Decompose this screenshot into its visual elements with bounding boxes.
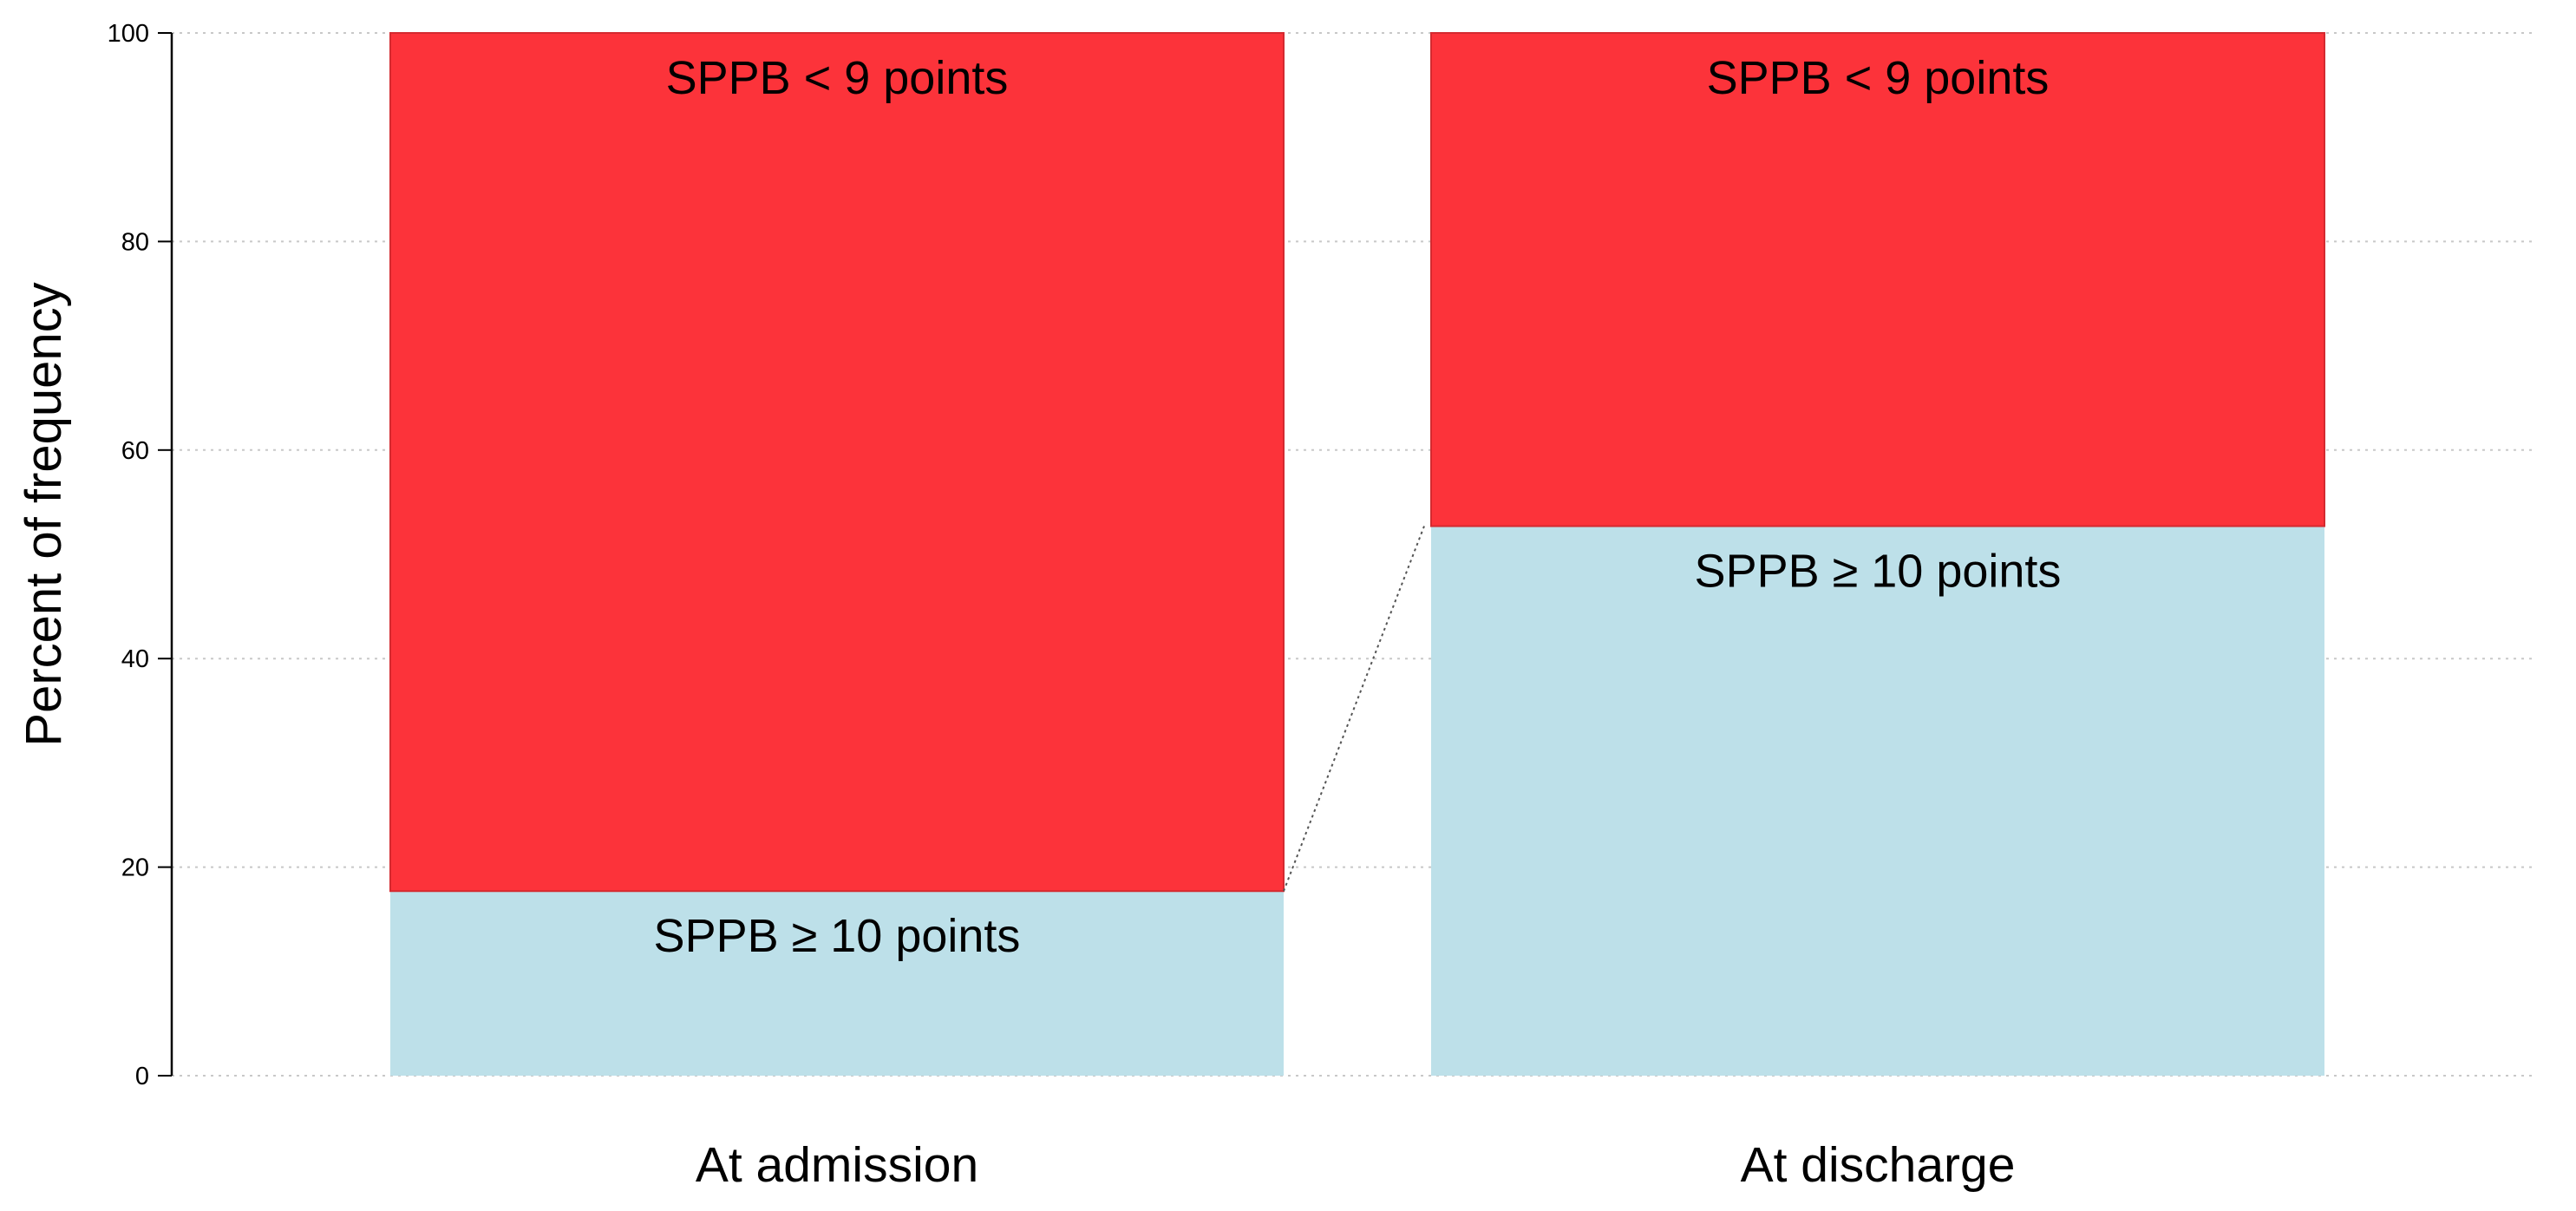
y-tick-label: 80 bbox=[121, 228, 149, 256]
bar-segment-label: SPPB < 9 points bbox=[666, 52, 1009, 104]
y-tick-label: 100 bbox=[108, 20, 149, 48]
bars bbox=[389, 32, 2325, 1076]
x-category-label: At admission bbox=[696, 1137, 978, 1193]
bar-segment bbox=[1431, 526, 2324, 1076]
y-tick-label: 40 bbox=[121, 645, 149, 673]
connector-line bbox=[1283, 526, 1425, 892]
labels: SPPB ≥ 10 points SPPB < 9 points At admiss… bbox=[654, 52, 2062, 1193]
bar-segment-label: SPPB ≥ 10 points bbox=[1695, 546, 2062, 598]
bar-segment bbox=[1430, 32, 2325, 527]
x-category-label: At discharge bbox=[1741, 1137, 2016, 1193]
y-tick-label: 0 bbox=[135, 1063, 149, 1090]
connector-lines bbox=[1283, 526, 1425, 892]
bar-segment-label: SPPB < 9 points bbox=[1707, 52, 2050, 104]
bar-segment bbox=[390, 891, 1284, 1076]
y-tick-label: 20 bbox=[121, 854, 149, 882]
y-axis: 0 20 40 60 80 100 bbox=[108, 20, 173, 1090]
y-axis-title: Percent of frequency bbox=[16, 282, 72, 746]
y-tick-label: 60 bbox=[121, 437, 149, 465]
bar-segment bbox=[389, 32, 1285, 893]
bar-segment-label: SPPB ≥ 10 points bbox=[654, 910, 1021, 962]
